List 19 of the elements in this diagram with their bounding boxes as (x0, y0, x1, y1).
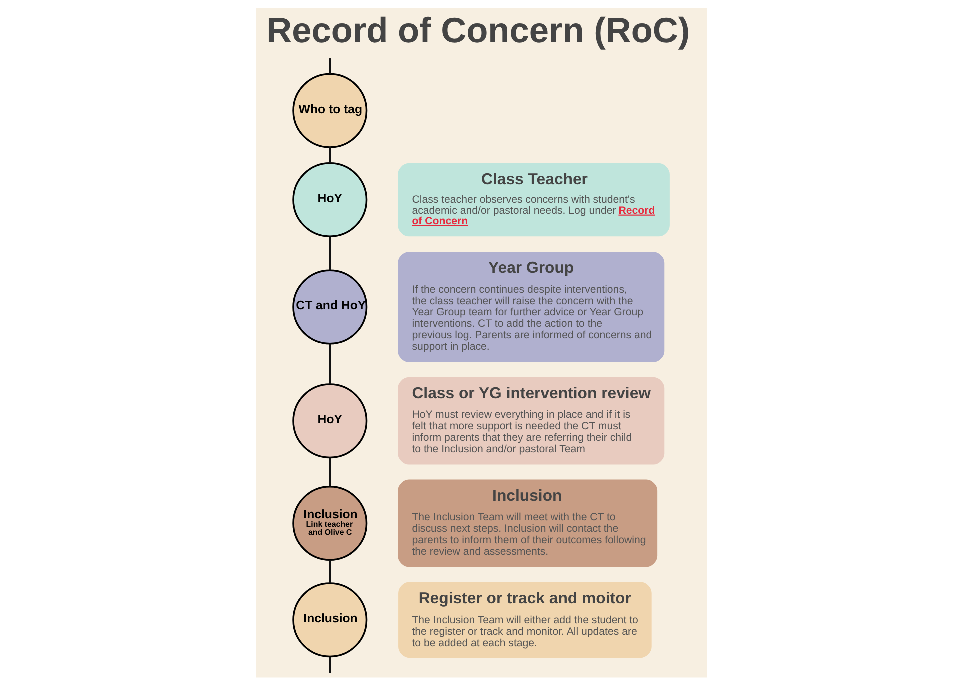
connector (328, 560, 331, 584)
node-box: Year Group If the concern continues despite interventions, the class teacher will raise the concern with the Year Group team for further advice or Year Group interventions. CT to add the action to the previous log. Parents are informed of concerns and support in place. (398, 252, 664, 362)
connector (328, 656, 331, 674)
connector (328, 344, 331, 384)
connector (328, 58, 331, 74)
node-box: Class Teacher Class teacher observes concerns with student's academic and/or pastoral needs. Log under Record of Concern (398, 163, 670, 237)
node-circle: HoY (292, 162, 368, 238)
node-circle: HoY (292, 384, 368, 459)
node-circle: Inclusion Link teacher and Olive C (292, 486, 368, 561)
node-box: Register or track and moitor The Inclusion Team will either add the student to the register or track and monitor. All updates are to be added at each stage. (398, 582, 652, 658)
connector (328, 236, 331, 271)
connector (328, 458, 331, 487)
node-circle: Inclusion (292, 582, 368, 658)
connector (328, 148, 331, 164)
node-circle: CT and HoY (292, 270, 368, 345)
node-box: Inclusion The Inclusion Team will meet with the CT to discuss next steps. Inclusion will contact the parents to inform them of their outcomes following the review and assessments. (398, 480, 658, 568)
diagram-title: Record of Concern (RoC) (266, 12, 690, 51)
node-circle: Who to tag (292, 73, 368, 148)
node-box: Class or YG intervention review HoY must review everything in place and if it is felt that more support is needed the CT must inform parents that they are referring their child to the Inclusion and/or pastoral Team (398, 377, 664, 465)
